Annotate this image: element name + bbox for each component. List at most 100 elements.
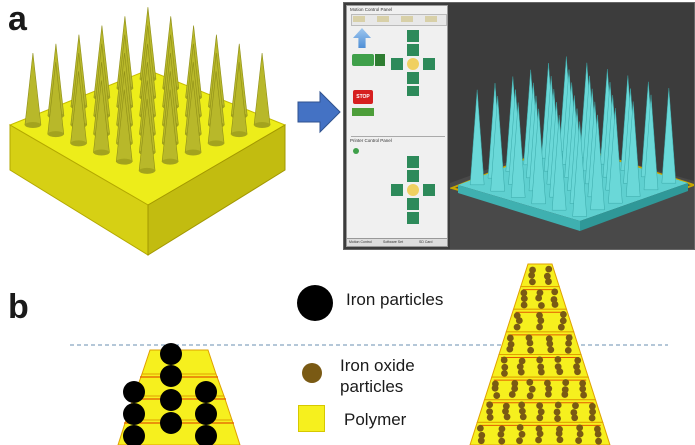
oxide-particle — [491, 384, 499, 392]
oxide-particle — [515, 317, 523, 324]
oxide-particle — [513, 323, 521, 331]
sliced-needle — [490, 96, 505, 192]
cad-needle-base — [24, 122, 41, 128]
oxide-particle — [564, 346, 572, 354]
oxide-particle — [528, 385, 536, 393]
oxide-particle — [536, 430, 544, 438]
oxide-particle — [506, 345, 514, 353]
legend-oxide-swatch — [302, 363, 322, 383]
oxide-particle — [580, 391, 588, 399]
oxide-particle — [535, 436, 542, 444]
sliced-needle — [572, 121, 587, 217]
oxide-particle — [537, 368, 545, 376]
sliced-needle — [661, 88, 677, 184]
needle-iron-particles — [117, 343, 241, 445]
tab-sd-card[interactable]: SD Card — [419, 240, 433, 244]
oxide-particle — [478, 431, 486, 439]
oxide-particle — [476, 424, 484, 432]
iron-particle — [160, 343, 182, 365]
oxide-particle — [518, 357, 526, 365]
cad-needle-base — [93, 149, 110, 156]
oxide-particle — [562, 379, 570, 386]
oxide-particle — [554, 401, 562, 409]
oxide-particle — [588, 402, 596, 410]
oxide-particle — [493, 392, 501, 399]
oxide-particle — [579, 379, 587, 387]
oxide-particle — [545, 278, 552, 285]
oxide-particle — [498, 425, 506, 433]
oxide-particle — [503, 413, 511, 421]
cad-needle-base — [254, 122, 271, 128]
jog-arrows-bottom[interactable] — [389, 156, 439, 226]
oxide-particle — [573, 363, 580, 371]
cad-needle-base — [47, 131, 64, 138]
oxide-particle — [535, 425, 543, 433]
oxide-particle — [520, 289, 528, 297]
oxide-particle — [544, 390, 552, 398]
oxide-particle — [560, 311, 567, 318]
oxide-particle — [486, 414, 494, 421]
oxide-particle — [497, 430, 505, 438]
oxide-particle — [511, 380, 519, 387]
oxide-particle — [477, 437, 485, 445]
oxide-particle — [511, 385, 519, 392]
legend-iron-swatch — [297, 285, 333, 321]
oxide-particle — [565, 340, 572, 347]
oxide-particle — [537, 317, 545, 324]
legend-polymer-label: Polymer — [344, 410, 407, 429]
oxide-particle — [535, 294, 543, 302]
oxide-particle — [526, 392, 534, 400]
oxide-particle — [536, 289, 544, 297]
tab-software-set[interactable]: Software Set — [383, 240, 404, 244]
legend-polymer-swatch — [298, 405, 325, 432]
iron-particle — [195, 381, 217, 403]
iron-particle — [195, 425, 217, 445]
oxide-particle — [576, 424, 584, 432]
oxide-particle — [561, 391, 569, 398]
oxide-particle — [518, 430, 526, 438]
oxide-particle — [565, 334, 573, 342]
sliced-model-viewport — [450, 56, 694, 249]
oxide-particle — [575, 437, 583, 444]
oxide-particle — [502, 402, 510, 410]
cad-needle-base — [185, 149, 202, 156]
printer-panel-title: Printer Control Panel — [350, 138, 392, 143]
oxide-particle — [545, 335, 553, 343]
oxide-particle — [570, 409, 578, 416]
oxide-particle — [506, 334, 514, 342]
oxide-particle — [486, 401, 494, 409]
home-button[interactable] — [352, 54, 374, 66]
sliced-needle — [643, 94, 659, 191]
stop-button[interactable]: STOP — [353, 90, 373, 104]
oxide-particle — [545, 385, 553, 393]
panel-label-b: b — [8, 288, 29, 326]
oxide-particle — [594, 430, 602, 438]
oxide-particle — [536, 414, 544, 422]
oxide-particle — [526, 339, 534, 347]
tab-motion-control[interactable]: Motion Control — [349, 240, 372, 244]
jog-arrows-top[interactable] — [389, 30, 439, 96]
sliced-needle — [551, 115, 567, 211]
iron-particle — [160, 389, 182, 411]
iron-particle — [123, 381, 145, 403]
oxide-particle — [576, 430, 584, 438]
oxide-particle — [500, 356, 508, 364]
oxide-particle — [594, 425, 601, 433]
oxide-particle — [529, 266, 536, 274]
oxide-particle — [551, 288, 559, 296]
oxide-particle — [556, 436, 564, 444]
oxide-particle — [527, 346, 535, 354]
oxide-particle — [559, 317, 567, 325]
needle-iron-oxide-particles — [469, 263, 611, 445]
cad-needle-base — [70, 140, 87, 147]
oxide-particle — [518, 407, 526, 415]
cad-needle-base — [208, 140, 225, 147]
oxide-particle — [526, 378, 534, 386]
oxide-particle — [544, 379, 551, 387]
oxide-particle — [572, 402, 579, 410]
oxide-particle — [537, 363, 545, 371]
legend-oxide-label-line2: particles — [340, 377, 404, 396]
oxide-particle — [556, 368, 564, 376]
oxide-particle — [537, 408, 545, 416]
cad-needle-base — [231, 131, 248, 138]
